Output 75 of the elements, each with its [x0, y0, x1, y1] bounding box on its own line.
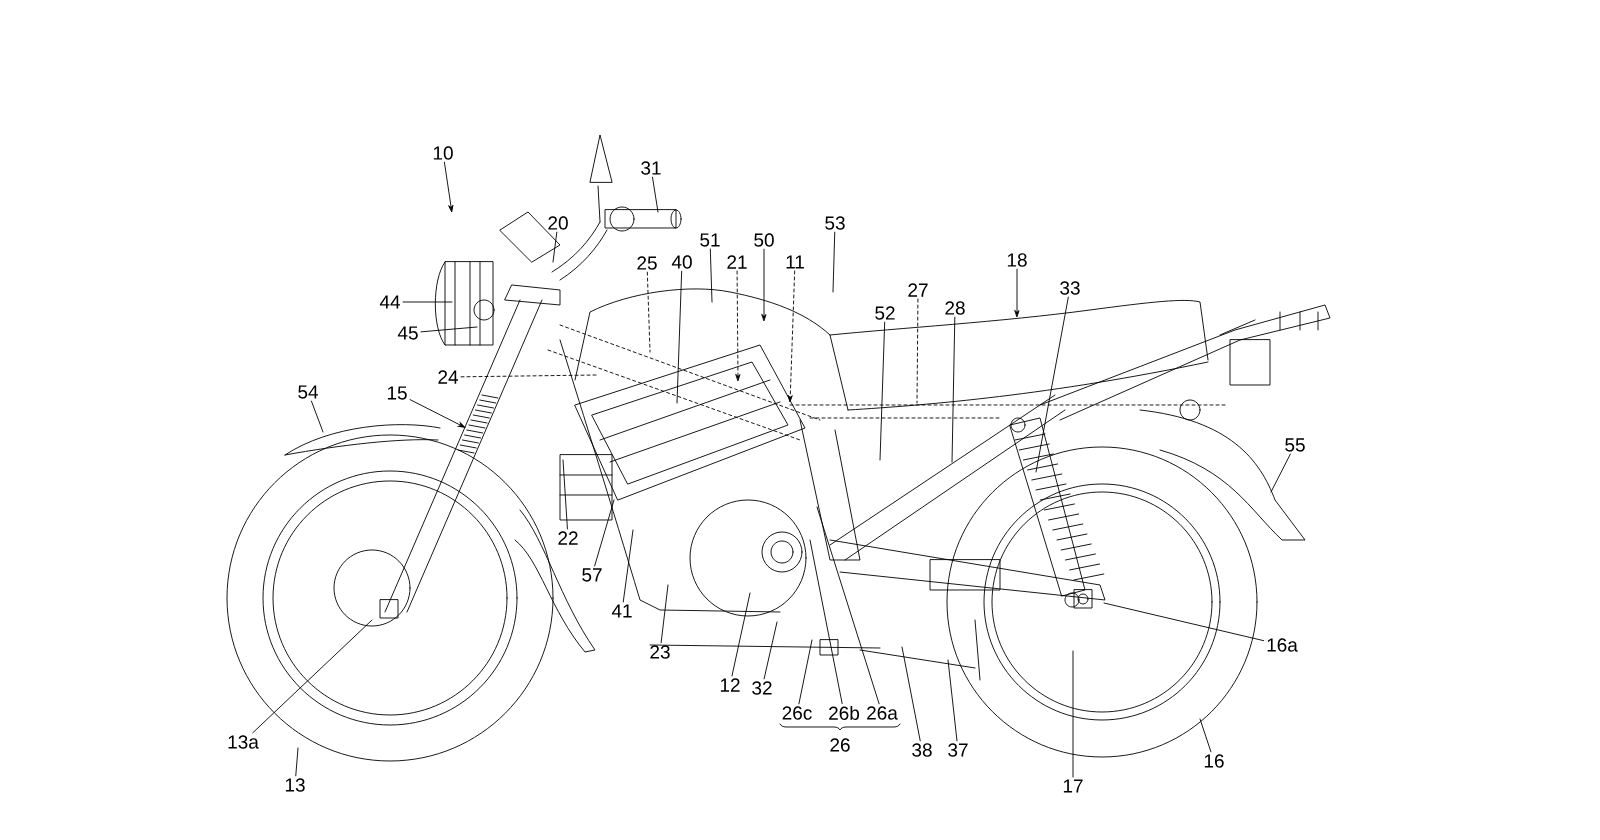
callout-number: 16 [1204, 754, 1224, 768]
callout-number: 17 [1063, 779, 1083, 793]
callout-number: 28 [945, 301, 965, 315]
callout-number: 26b [829, 706, 860, 720]
callout-number: 31 [641, 161, 661, 175]
leader-line [1199, 718, 1212, 753]
callout-number: 13 [285, 778, 305, 792]
leader-line [660, 584, 669, 644]
leader-line [832, 231, 836, 293]
leader-arrow [787, 270, 796, 403]
leader-line [646, 271, 651, 353]
callout-number: 32 [752, 681, 772, 695]
leader-line [622, 529, 634, 603]
callout-number: 50 [754, 233, 774, 247]
callout-number: 57 [582, 568, 602, 582]
leader-line [951, 316, 956, 463]
callout-number: 51 [700, 233, 720, 247]
leader-line [798, 639, 813, 705]
leader-arrow [443, 161, 454, 213]
leader-line [460, 374, 598, 378]
leader-line [295, 747, 299, 777]
leader-line [709, 248, 713, 303]
leader-line [731, 592, 751, 677]
callout-number: 16a [1267, 638, 1298, 652]
leader-arrow [735, 270, 741, 381]
leader-line [252, 619, 373, 734]
leader-line [552, 231, 558, 263]
callout-number: 45 [397, 326, 418, 340]
callout-number: 26c [782, 706, 812, 720]
callout-number: 55 [1285, 438, 1305, 452]
callout-number: 22 [558, 531, 578, 545]
callout-number: 38 [912, 743, 932, 757]
leader-line [763, 621, 778, 680]
callout-number: 26a [867, 706, 898, 720]
callout-number: 53 [825, 216, 845, 230]
callout-number: 23 [650, 645, 670, 659]
callout-number: 15 [387, 386, 407, 400]
leader-line [652, 176, 659, 213]
callout-number: 26 [830, 738, 850, 752]
callout-number: 25 [637, 256, 657, 270]
leader-arrow [1014, 268, 1020, 317]
leader-arrow [409, 399, 466, 428]
callout-number: 44 [379, 295, 400, 309]
leader-line [1072, 650, 1074, 778]
leader-line [562, 459, 568, 530]
callout-number: 10 [433, 146, 453, 160]
callout-number: 54 [298, 385, 318, 399]
leader-line [947, 659, 958, 742]
leader-line [1035, 296, 1069, 473]
leader-line [310, 400, 324, 433]
leader-line [816, 506, 880, 705]
leader-line [879, 321, 886, 461]
callout-number: 24 [438, 370, 458, 384]
leader-line [402, 301, 453, 303]
callout-number: 18 [1007, 253, 1027, 267]
callout-number: 40 [671, 255, 692, 269]
leader-line [1103, 602, 1265, 642]
leader-line [594, 499, 615, 567]
callout-number: 12 [720, 678, 740, 692]
leader-line [420, 326, 478, 333]
leader-arrow [761, 248, 767, 322]
callout-number: 37 [948, 743, 968, 757]
leader-line [676, 270, 683, 404]
callout-number: 20 [548, 216, 568, 230]
callout-number: 52 [875, 306, 895, 320]
callout-number: 11 [786, 255, 804, 269]
leader-line [901, 646, 921, 742]
leader-line [809, 539, 843, 705]
callout-number: 27 [908, 283, 928, 297]
callout-number: 33 [1060, 281, 1080, 295]
leader-line [916, 298, 919, 404]
callout-number: 13a [228, 735, 259, 749]
callout-number: 21 [727, 255, 747, 269]
callout-number: 41 [611, 604, 632, 618]
leader-line [1270, 453, 1291, 493]
